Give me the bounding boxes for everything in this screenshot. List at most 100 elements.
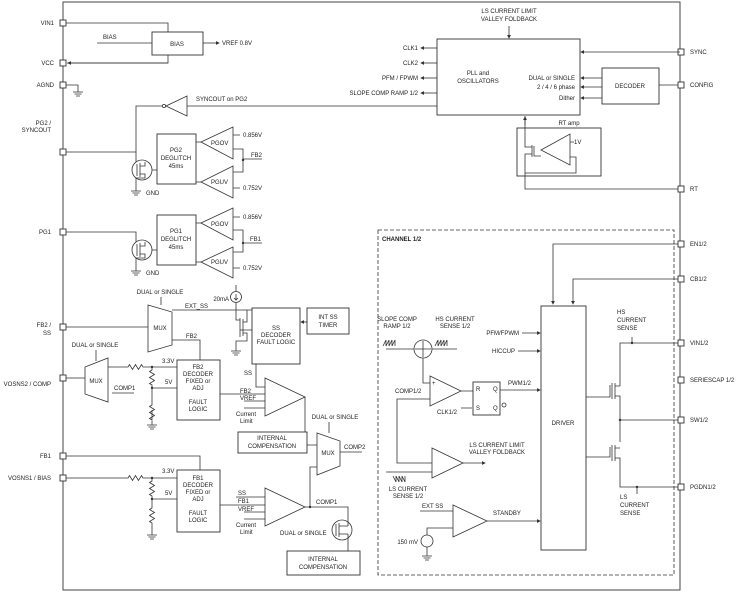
input-label: FB1 [238,499,250,505]
mux-label: MUX [153,326,166,332]
pin-pgdn[interactable] [677,483,685,491]
pin-label: SYNCOUT [22,128,52,134]
block-label: PG1 [170,229,183,235]
block-label: PLL and [467,71,489,77]
ref-label: 0.752V [243,186,262,192]
ref-label: 1V [574,140,581,146]
pin-vosns1-bias[interactable] [59,474,67,482]
block-label: OSCILLATORS [457,79,498,85]
pin-vin12[interactable] [677,339,685,347]
pg1-section: GND PG1 DEGLITCH 45ms PGOV PGUV 0.856V F… [66,207,262,279]
block-label: RT amp [558,121,580,127]
pin-label: EN1/2 [690,242,707,248]
output-label: PFM / FPWM [382,76,418,82]
block-label: LOGIC [189,518,208,524]
pin-fb1[interactable] [59,452,67,460]
pin-label: VCC [41,61,54,67]
block-label: INTERNAL [308,557,338,563]
current-label: 20mA [213,297,229,303]
sr-latch [472,381,501,416]
block-label: DECODER [615,84,646,90]
pwm-comparator [429,375,462,407]
output-label: CLK1 [403,46,419,52]
standby-comparator [452,504,488,538]
pin-pg1[interactable] [59,228,67,236]
input-label: COMP1/2 [395,389,422,395]
channel-section: CHANNEL 1/2 DRIVER PFM/FPWM HICCUP SLOPE… [377,229,678,576]
ss-decoder-block [251,307,301,365]
ch2-feedback-section: DUAL or SINGLE MUX COMP1 3.3V 5V FB2 DEC… [66,343,366,476]
pin-seriescap[interactable] [677,376,685,384]
latch-pin: R [476,387,481,393]
pin-agnd[interactable] [59,81,67,89]
decoder-block [601,67,660,105]
block-label: ADJ [192,497,203,503]
soft-start-section: DUAL or SINGLE MUX EXT_SS FB2 20mA SS DE… [66,285,350,365]
block-label: 45ms [169,245,184,251]
pin-label: FB1 [40,454,52,460]
sense-label: CURRENT [620,503,650,509]
foldback-label: VALLEY FOLDBACK [481,17,537,23]
pll-section: LS CURRENT LIMIT VALLEY FOLDBACK PLL and… [350,9,680,190]
input-label: Dither [559,96,575,102]
output-label: CLK2 [403,61,419,67]
pgov-comparator [200,126,234,160]
pin-sw[interactable] [677,416,685,424]
block-label: FAULT [189,511,208,517]
pin-pg2-syncout[interactable] [59,148,67,156]
ground-icon [421,551,433,561]
bias-block [151,31,204,56]
input-label: SLOPE COMP [377,317,417,323]
input-label: RAMP 1/2 [383,324,411,330]
sense-label: CURRENT [617,318,647,324]
driver-block [540,305,587,551]
block-label: PG2 [170,148,183,154]
ext-ss-label: EXT_SS [185,304,208,310]
sense-label: SENSE [620,511,640,517]
ref-label: 0.752V [243,266,262,272]
output-label: LS CURRENT LIMIT [469,443,525,449]
latch-pin: Q [493,406,498,412]
pguv-comparator [200,165,234,199]
foldback-label: LS CURRENT LIMIT [481,9,537,15]
fb2-decoder-block [176,359,221,421]
voltage-label: 3.3V [162,469,174,475]
pin-cb[interactable] [677,275,685,283]
block-label: LOGIC [189,407,208,413]
plus-sign: + [432,381,436,387]
comparator-label: PGUV [211,260,228,266]
input-label: FB2 [240,389,252,395]
pin-label: RT [690,187,698,193]
pin-fb2-ss[interactable] [59,323,67,331]
sense-label: SENSE [617,326,637,332]
syncout-buffer: SYNCOUT on PG2 [135,95,437,152]
block-label: INT SS [318,315,337,321]
pin-config[interactable] [677,81,685,89]
ground-icon [72,87,84,97]
ground-icon [230,346,242,356]
left-pins: VIN1 VCC AGND PG2 / SYNCOUT PG1 FB2 / SS… [4,19,67,482]
syncout-label: SYNCOUT on PG2 [196,97,248,103]
pin-label: AGND [37,83,55,89]
internal-compensation-block [237,431,308,454]
voltage-label: 5V [165,491,172,497]
output-label: STANDBY [493,511,521,517]
input-label: HICCUP [492,349,515,355]
block-label: 45ms [169,164,184,170]
pin-vcc[interactable] [59,59,67,67]
vref-label: VREF 0.8V [222,41,252,47]
pin-en[interactable] [677,240,685,248]
pin-rt[interactable] [677,185,685,193]
input-label: SS [244,371,252,377]
bias-input-label: BIAS [103,35,117,41]
pguv-comparator [200,246,234,279]
input-label: EXT SS [422,504,443,510]
mux-label: MUX [89,379,102,385]
mux-label: MUX [321,451,334,457]
pin-vosns2-comp[interactable] [59,374,67,382]
block-label: FB1 [192,476,204,482]
pin-label: SW1/2 [690,418,709,424]
pin-vin1[interactable] [59,19,67,27]
block-label: COMPENSATION [299,565,347,571]
